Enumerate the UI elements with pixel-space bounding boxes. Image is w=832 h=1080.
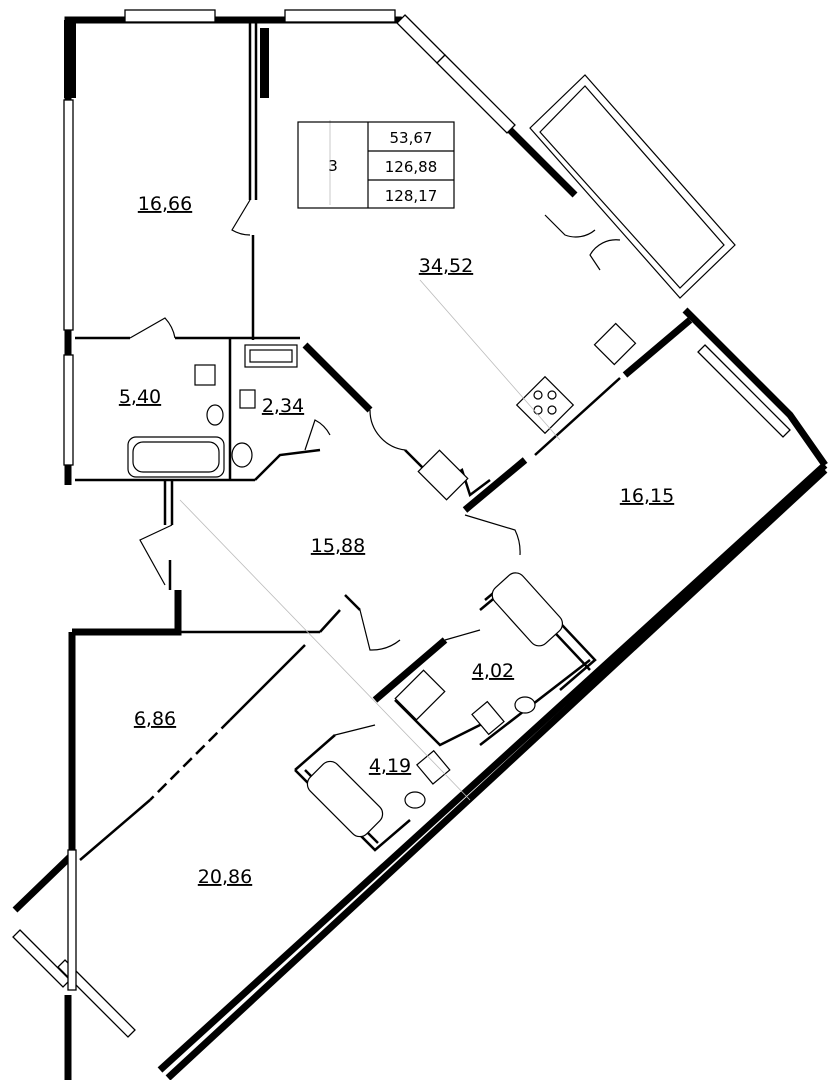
- watermark: [179, 120, 561, 801]
- interior-walls: [64, 20, 693, 861]
- room-area-dressing: 6,86: [134, 708, 176, 730]
- summary-rooms-count: 3: [328, 157, 338, 175]
- room-area-bathroom-left: 5,40: [119, 386, 161, 408]
- exterior-walls: [12, 16, 828, 1080]
- fixtures: [127, 322, 637, 838]
- summary-total-area-with-balcony: 128,17: [385, 187, 438, 205]
- room-area-bedroom-bottom: 20,86: [198, 866, 252, 888]
- windows: [12, 9, 791, 1038]
- room-area-bedroom-right: 16,15: [620, 485, 674, 507]
- area-summary-table: 3 53,67 126,88 128,17: [297, 121, 455, 209]
- room-area-hall: 15,88: [311, 535, 365, 557]
- room-area-bathroom-lower: 4,19: [369, 755, 411, 777]
- room-area-living-kitchen: 34,52: [419, 255, 473, 277]
- room-labels: 16,66 34,52 5,40 2,34 15,88 16,15 4,02 4…: [119, 193, 674, 888]
- room-area-bedroom-top-left: 16,66: [138, 193, 192, 215]
- summary-living-area: 53,67: [390, 129, 433, 147]
- balcony: [529, 74, 736, 299]
- doors: [129, 199, 621, 736]
- room-area-bathroom-middle: 4,02: [472, 660, 514, 682]
- room-area-wc-left: 2,34: [262, 395, 304, 417]
- summary-total-area: 126,88: [385, 158, 438, 176]
